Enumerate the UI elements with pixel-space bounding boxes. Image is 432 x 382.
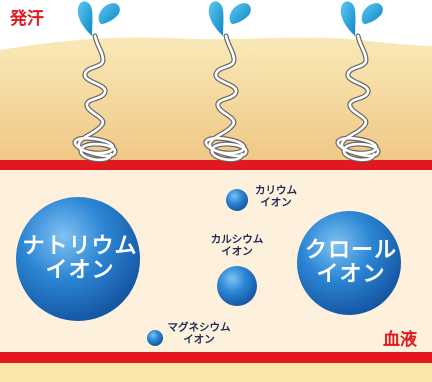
magnesium-ion-label: マグネシウム イオン	[168, 322, 231, 345]
chloride-ion-name: クロール	[304, 237, 398, 263]
calcium-ion-label: カルシウム イオン	[211, 234, 264, 257]
magnesium-ion-suffix: イオン	[183, 333, 215, 345]
blood-label: 血液	[383, 330, 417, 350]
skin-layer	[0, 37, 432, 160]
upper-blood-band	[0, 160, 432, 170]
chloride-ion-sphere	[297, 211, 401, 315]
chloride-ion-label: クロール イオン	[304, 237, 398, 287]
sodium-ion-label: ナトリウム イオン	[22, 233, 138, 283]
sodium-ion-suffix: イオン	[45, 258, 115, 283]
magnesium-ion-sphere	[147, 330, 163, 346]
potassium-ion-label: カリウム イオン	[255, 185, 297, 208]
calcium-ion-sphere	[217, 266, 257, 306]
calcium-ion-suffix: イオン	[221, 245, 253, 257]
bottom-strip	[0, 363, 432, 382]
chloride-ion-suffix: イオン	[316, 262, 386, 287]
magnesium-ion-name: マグネシウム	[167, 321, 231, 334]
sweat-label: 発汗	[10, 9, 44, 29]
calcium-ion-name: カルシウム	[210, 233, 264, 246]
sodium-ion-sphere	[16, 197, 140, 321]
sodium-ion-name: ナトリウム	[22, 233, 138, 259]
potassium-ion-sphere	[226, 189, 248, 211]
potassium-ion-name: カリウム	[255, 184, 297, 197]
lower-blood-band	[0, 352, 432, 363]
potassium-ion-suffix: イオン	[260, 196, 292, 208]
